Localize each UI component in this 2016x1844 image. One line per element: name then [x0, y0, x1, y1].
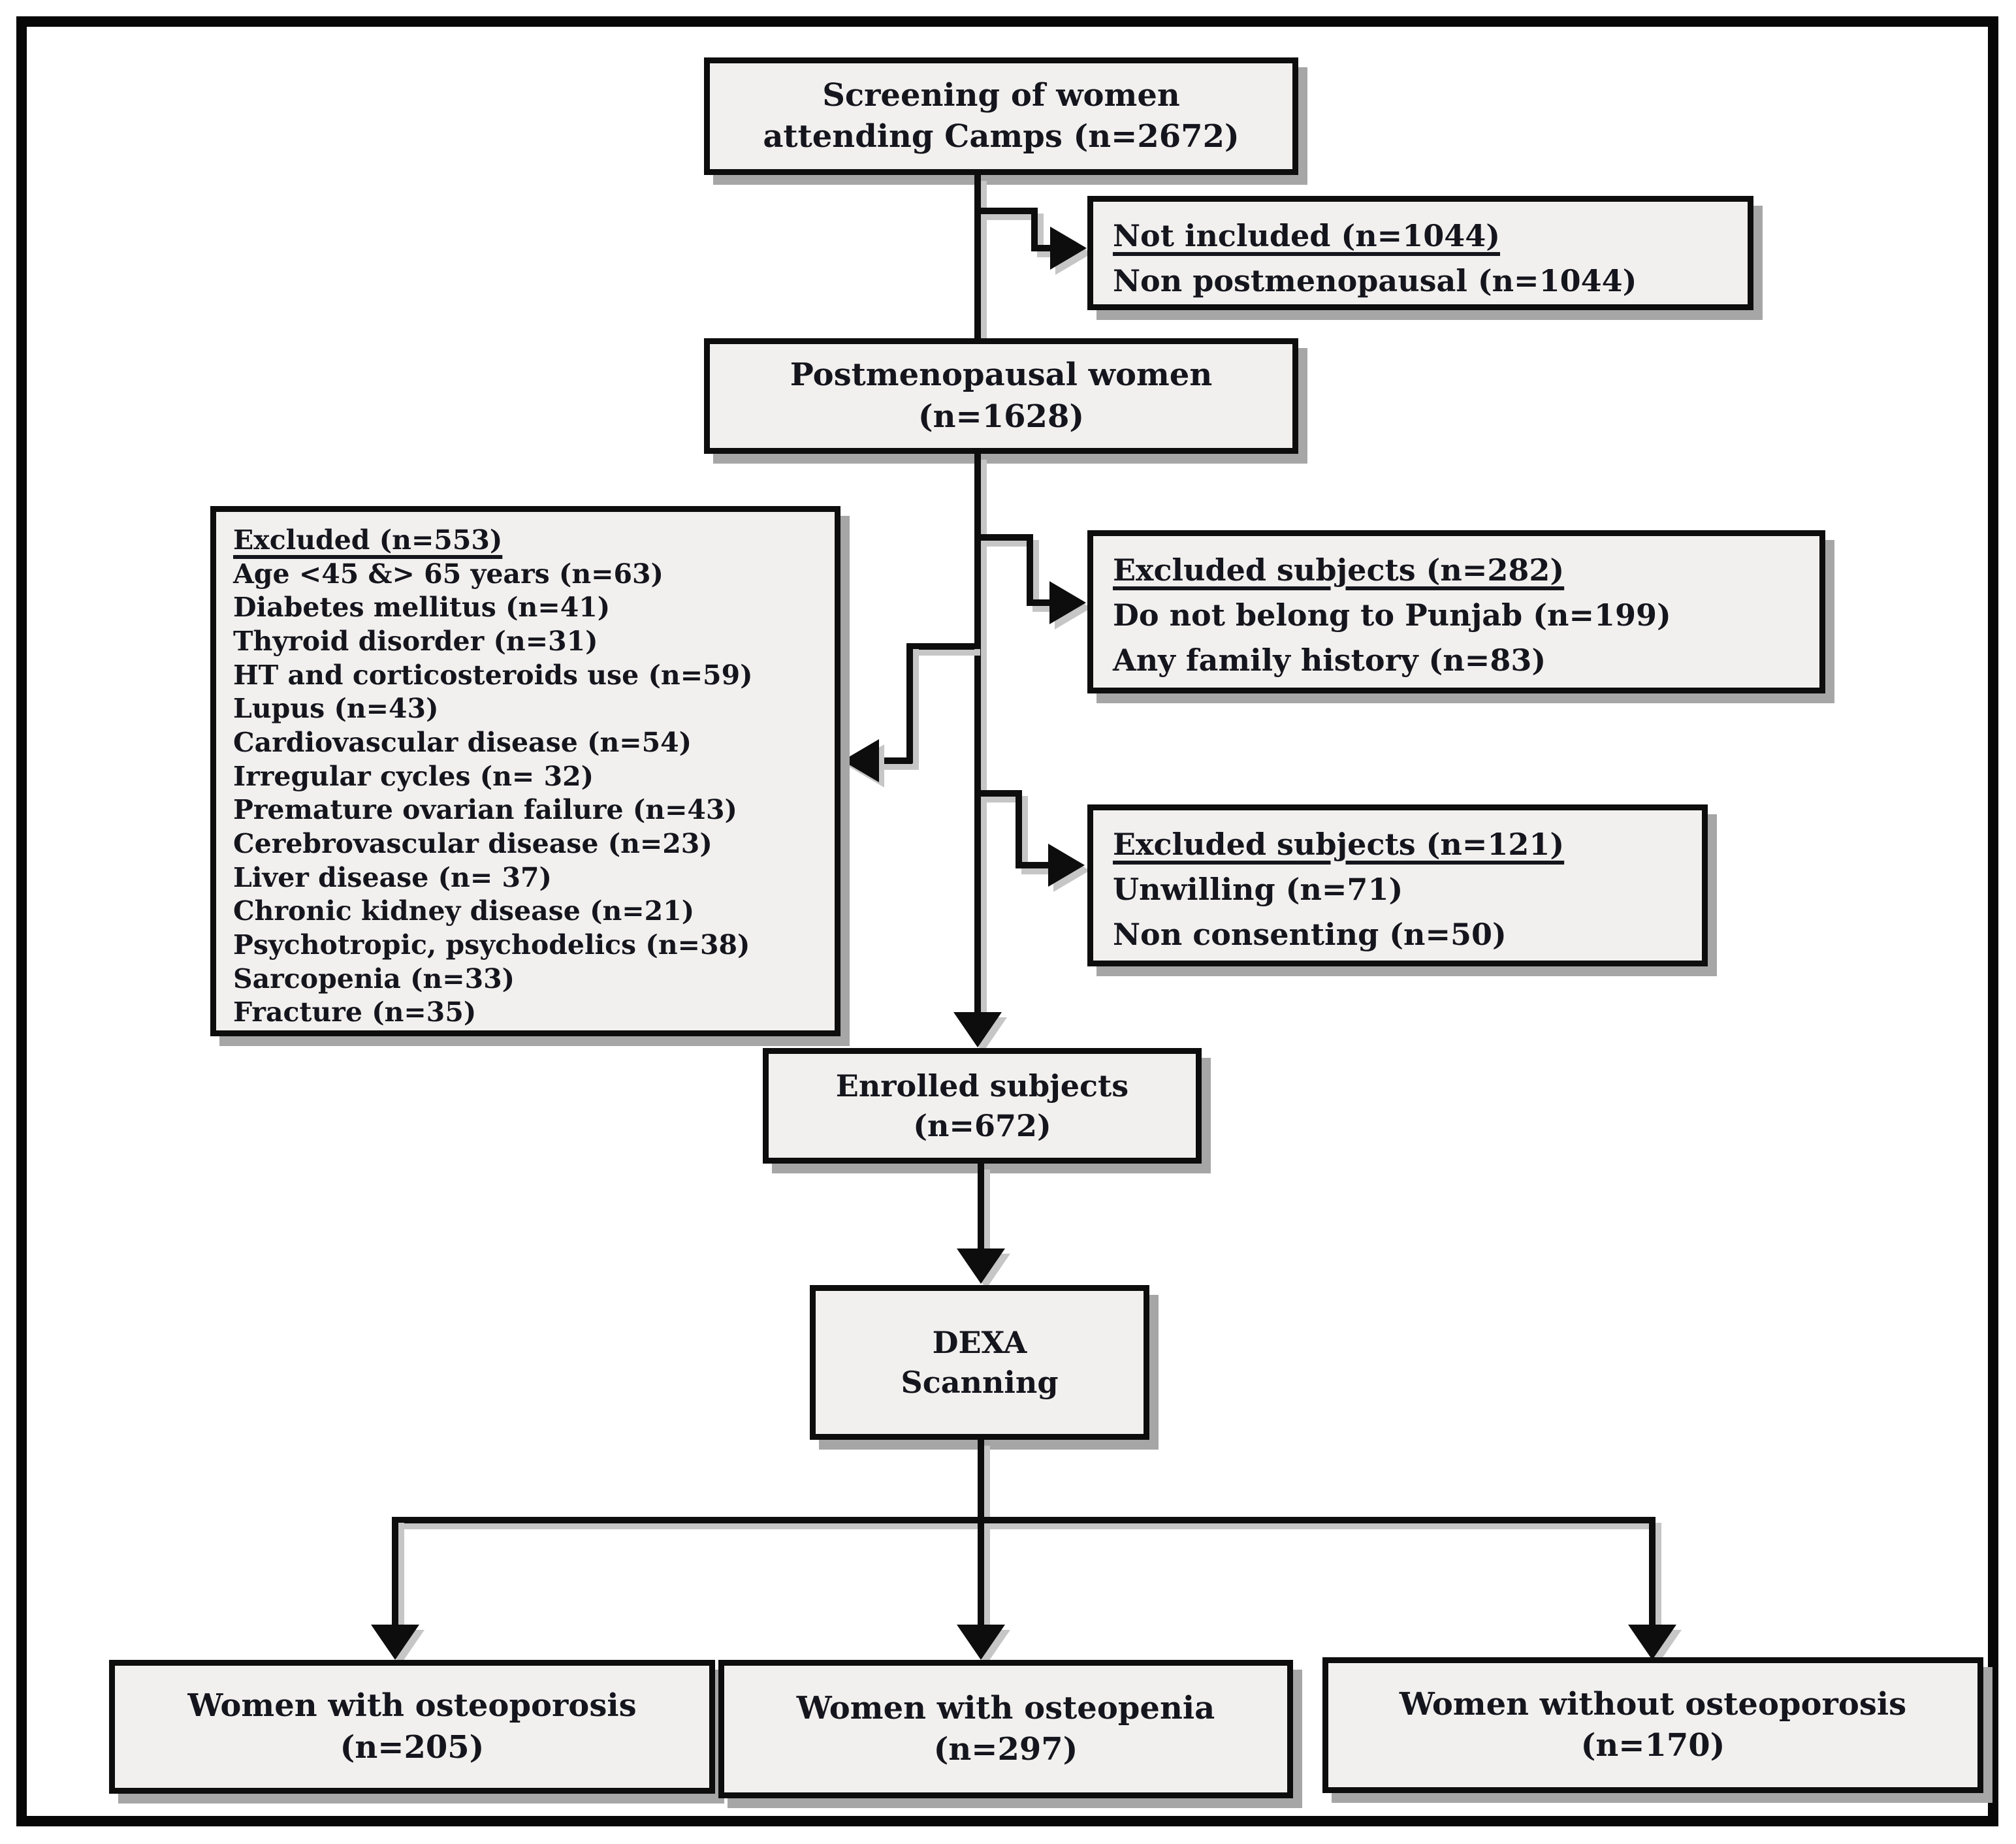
connector-not-included-shaft	[1031, 245, 1064, 251]
excluded-553-item: Premature ovarian failure (n=43)	[233, 794, 737, 826]
connector-excluded553-h	[906, 643, 974, 650]
osteopenia-line2: (n=297)	[933, 1731, 1078, 1768]
without-osteoporosis-box: Women without osteoporosis (n=170)	[1322, 1657, 1983, 1793]
arrowhead-not-included	[1050, 227, 1087, 270]
not-included-title: Not included (n=1044)	[1113, 218, 1500, 253]
connector-enrolled-dexa	[978, 1164, 984, 1252]
connector-drop-left	[392, 1517, 398, 1634]
connector-excluded553-v	[906, 643, 913, 764]
excluded-553-item: Age <45 &> 65 years (n=63)	[233, 558, 664, 590]
excluded-553-item: Fracture (n=35)	[233, 996, 477, 1028]
excluded-553-item: Sarcopenia (n=33)	[233, 962, 515, 994]
arrowhead-excluded282	[1049, 581, 1086, 624]
connector-not-included-v	[1031, 208, 1038, 251]
postmenopausal-line2: (n=1628)	[918, 398, 1085, 435]
screening-line2: attending Camps (n=2672)	[763, 118, 1240, 155]
arrowhead-dexa	[957, 1248, 1005, 1284]
without-osteoporosis-line1: Women without osteoporosis	[1399, 1685, 1907, 1723]
excluded-553-item: Psychotropic, psychodelics (n=38)	[233, 929, 750, 961]
connector-excluded121-v	[1016, 790, 1022, 868]
excluded-553-item: Cardiovascular disease (n=54)	[233, 726, 692, 758]
arrowhead-osteopenia	[957, 1625, 1005, 1660]
connector-postmenopausal-enrolled	[974, 454, 981, 1015]
arrowhead-without-osteoporosis	[1628, 1625, 1676, 1660]
excluded-553-item: Lupus (n=43)	[233, 693, 439, 725]
enrolled-line2: (n=672)	[913, 1107, 1051, 1143]
excluded-553-item: Chronic kidney disease (n=21)	[233, 895, 695, 927]
connector-excluded121-h	[978, 790, 1022, 797]
excluded-282-title: Excluded subjects (n=282)	[1113, 552, 1565, 588]
excluded-553-box: Excluded (n=553) Age <45 &> 65 years (n=…	[210, 506, 840, 1036]
dexa-line1: DEXA	[932, 1324, 1027, 1360]
connector-excluded121-shaft	[1016, 862, 1051, 868]
connector-drop-middle	[978, 1523, 984, 1634]
connector-excluded282-h	[978, 534, 1033, 541]
excluded-121-item: Unwilling (n=71)	[1113, 872, 1403, 907]
excluded-121-box: Excluded subjects (n=121) Unwilling (n=7…	[1087, 804, 1708, 966]
distribution-line	[392, 1517, 1656, 1523]
connector-excluded553-shaft	[876, 757, 912, 764]
excluded-553-item: Liver disease (n= 37)	[233, 861, 552, 893]
connector-excluded282-v	[1027, 534, 1033, 603]
excluded-553-item: Thyroid disorder (n=31)	[233, 625, 598, 657]
connector-drop-right	[1649, 1517, 1656, 1634]
excluded-553-item: HT and corticosteroids use (n=59)	[233, 659, 753, 691]
osteoporosis-box: Women with osteoporosis (n=205)	[109, 1660, 715, 1794]
dexa-line2: Scanning	[901, 1364, 1059, 1400]
screening-line1: Screening of women	[822, 76, 1180, 114]
connector-excluded282-shaft	[1027, 599, 1056, 606]
excluded-282-box: Excluded subjects (n=282) Do not belong …	[1087, 530, 1825, 693]
connector-dexa-distribution	[978, 1440, 984, 1523]
excluded-121-item: Non consenting (n=50)	[1113, 917, 1507, 952]
arrowhead-enrolled	[953, 1012, 1002, 1047]
screening-box: Screening of women attending Camps (n=26…	[704, 57, 1298, 175]
without-osteoporosis-line2: (n=170)	[1580, 1727, 1725, 1764]
postmenopausal-line1: Postmenopausal women	[790, 357, 1213, 394]
excluded-121-title: Excluded subjects (n=121)	[1113, 827, 1565, 862]
dexa-box: DEXA Scanning	[810, 1285, 1149, 1440]
excluded-553-item: Cerebrovascular disease (n=23)	[233, 827, 712, 859]
arrowhead-osteoporosis	[371, 1625, 419, 1660]
osteopenia-box: Women with osteopenia (n=297)	[718, 1660, 1293, 1798]
arrowhead-excluded121	[1048, 844, 1085, 887]
excluded-282-item: Do not belong to Punjab (n=199)	[1113, 597, 1671, 633]
enrolled-box: Enrolled subjects (n=672)	[763, 1048, 1202, 1164]
postmenopausal-box: Postmenopausal women (n=1628)	[704, 338, 1298, 454]
arrowhead-excluded553	[842, 739, 879, 782]
excluded-553-item: Irregular cycles (n= 32)	[233, 760, 594, 792]
not-included-box: Not included (n=1044) Non postmenopausal…	[1087, 196, 1753, 310]
excluded-553-title: Excluded (n=553)	[233, 524, 503, 556]
excluded-282-item: Any family history (n=83)	[1113, 643, 1546, 678]
osteopenia-line1: Women with osteopenia	[796, 1689, 1215, 1726]
connector-not-included-h	[978, 208, 1038, 214]
excluded-553-item: Diabetes mellitus (n=41)	[233, 592, 611, 624]
osteoporosis-line1: Women with osteoporosis	[187, 1687, 637, 1725]
osteoporosis-line2: (n=205)	[340, 1728, 485, 1766]
connector-screening-postmenopausal	[974, 175, 981, 340]
not-included-item: Non postmenopausal (n=1044)	[1113, 263, 1637, 298]
enrolled-line1: Enrolled subjects	[835, 1068, 1129, 1104]
